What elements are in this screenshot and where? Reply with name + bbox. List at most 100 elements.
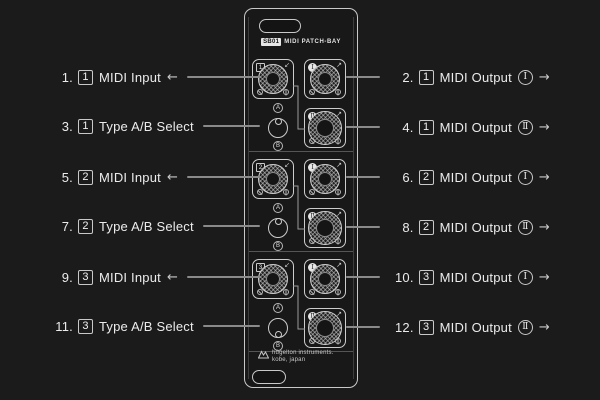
screw-icon <box>335 289 341 295</box>
callout-number: 1. <box>61 69 73 85</box>
routing-connector-line <box>293 285 305 330</box>
screw-icon <box>309 189 315 195</box>
midi-output-jack-3-i: Ⅰ ↗ <box>304 259 346 299</box>
screw-icon <box>309 89 315 95</box>
callout-7-type-select: 7. 2 Type A/B Select <box>50 216 260 236</box>
callout-label: MIDI Output <box>439 219 512 235</box>
type-select-knob-2 <box>268 218 288 238</box>
midi-output-jack-3-ii: Ⅱ ↗ <box>304 308 346 348</box>
mountain-logo-icon <box>258 350 269 359</box>
midi-output-jack-1-i: Ⅰ ↗ <box>304 59 346 99</box>
channel-box: 3 <box>78 269 93 285</box>
callout-line <box>346 226 380 228</box>
callout-line <box>202 125 260 127</box>
callout-number: 3. <box>61 118 73 134</box>
midi-output-jack-2-ii: Ⅱ ↗ <box>304 208 346 248</box>
output-arrow-icon: ↗ <box>336 61 342 69</box>
roman-numeral-badge: Ⅱ <box>517 219 533 235</box>
callout-4-midi-output-2: 4. 1 MIDI Output Ⅱ → <box>346 117 550 137</box>
type-b-label: B <box>273 341 283 351</box>
callout-label: MIDI Output <box>439 319 512 335</box>
output-arrow-icon: ↗ <box>336 161 342 169</box>
module-panel: SB01 MIDI PATCH-BAY 1 ↙ Ⅰ ↗ Ⅱ ↗ <box>244 8 358 388</box>
callout-number: 2. <box>402 69 414 85</box>
screw-icon <box>309 289 315 295</box>
callout-label: MIDI Output <box>439 69 512 85</box>
din-socket <box>310 164 340 194</box>
callout-line <box>346 176 380 178</box>
callout-line <box>202 325 260 327</box>
right-arrow-icon: → <box>538 219 550 235</box>
channel-box: 2 <box>418 219 434 235</box>
knob-notch <box>275 218 282 225</box>
type-select-knob-3 <box>268 318 288 338</box>
right-arrow-icon: → <box>538 119 550 135</box>
screw-icon <box>309 138 315 144</box>
brand-line-1: hügelton instruments. <box>272 350 334 356</box>
output-arrow-icon: ↗ <box>336 210 342 218</box>
right-arrow-icon: → <box>538 269 550 285</box>
mounting-slot <box>252 370 286 384</box>
channel-box: 3 <box>418 269 434 285</box>
channel-box: 3 <box>418 319 434 335</box>
roman-numeral-badge: Ⅰ <box>517 69 533 85</box>
din-socket <box>258 64 288 94</box>
callout-label: MIDI Output <box>439 169 512 185</box>
screw-icon <box>283 189 289 195</box>
output-arrow-icon: ↗ <box>336 261 342 269</box>
roman-numeral-badge: Ⅱ <box>517 119 533 135</box>
channel-box: 2 <box>78 218 93 234</box>
callout-line <box>346 276 380 278</box>
type-select-knob-1 <box>268 118 288 138</box>
output-arrow-icon: ↗ <box>336 110 342 118</box>
callout-number: 10. <box>394 269 414 285</box>
channel-2-section: 2 ↙ Ⅰ ↗ Ⅱ ↗ A <box>245 159 359 259</box>
midi-input-jack-1: 1 ↙ <box>252 59 294 99</box>
callout-number: 12. <box>394 319 414 335</box>
din-socket <box>310 64 340 94</box>
callout-label: MIDI Input <box>99 169 161 185</box>
screw-icon <box>335 338 341 344</box>
roman-numeral-badge: Ⅱ <box>517 319 533 335</box>
channel-box: 2 <box>78 169 93 185</box>
callout-number: 7. <box>61 218 73 234</box>
knob-notch <box>275 118 282 125</box>
mounting-slot <box>259 19 301 33</box>
panel-rail-line <box>353 17 354 379</box>
channel-box: 1 <box>418 69 434 85</box>
screw-icon <box>309 238 315 244</box>
type-b-label: B <box>273 141 283 151</box>
section-divider <box>249 351 353 352</box>
din-socket <box>258 264 288 294</box>
routing-connector-line <box>293 185 305 230</box>
callout-line <box>187 76 260 78</box>
callout-5-midi-input: 5. 2 MIDI Input ← <box>50 167 260 187</box>
input-arrow-icon: ↙ <box>284 261 290 269</box>
callout-number: 11. <box>55 318 73 334</box>
callout-line <box>346 76 380 78</box>
callout-8-midi-output-2: 8. 2 MIDI Output Ⅱ → <box>346 217 550 237</box>
callout-line <box>187 176 260 178</box>
roman-numeral-badge: Ⅰ <box>517 269 533 285</box>
callout-2-midi-output-1: 2. 1 MIDI Output Ⅰ → <box>346 67 550 87</box>
callout-label: MIDI Input <box>99 69 161 85</box>
screw-icon <box>283 89 289 95</box>
callout-12-midi-output-2: 12. 3 MIDI Output Ⅱ → <box>346 317 550 337</box>
output-arrow-icon: ↗ <box>336 310 342 318</box>
channel-box: 1 <box>78 69 93 85</box>
type-a-label: A <box>273 203 283 213</box>
callout-label: Type A/B Select <box>99 118 194 134</box>
din-socket <box>310 264 340 294</box>
callout-number: 4. <box>402 119 414 135</box>
callout-number: 6. <box>402 169 414 185</box>
callout-line <box>346 326 380 328</box>
callout-1-midi-input: 1. 1 MIDI Input ← <box>50 67 260 87</box>
channel-box: 2 <box>418 169 434 185</box>
channel-1-section: 1 ↙ Ⅰ ↗ Ⅱ ↗ A <box>245 59 359 159</box>
callout-11-type-select: 11. 3 Type A/B Select <box>50 316 260 336</box>
callout-6-midi-output-1: 6. 2 MIDI Output Ⅰ → <box>346 167 550 187</box>
channel-box: 3 <box>78 318 93 334</box>
left-arrow-icon: ← <box>166 69 179 85</box>
callout-line <box>202 225 260 227</box>
